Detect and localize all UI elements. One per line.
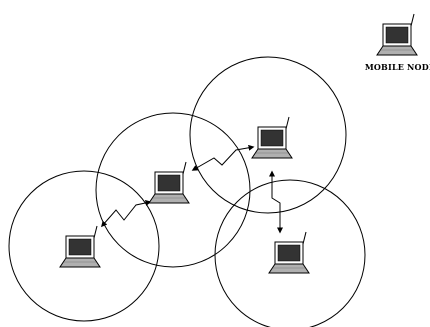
legend-label: MOBILE NODE <box>365 62 430 72</box>
laptop-icon-top-right <box>251 116 293 159</box>
wireless-link-left-center <box>101 200 152 228</box>
range-circle-top-right <box>189 56 347 214</box>
wireless-link-center-top <box>191 144 255 171</box>
laptop-icon-center <box>148 161 190 204</box>
laptop-icon <box>376 13 418 56</box>
legend: MOBILE NODE <box>365 13 430 72</box>
range-circle-center <box>95 112 251 268</box>
laptop-icon-bottom-left <box>59 225 101 268</box>
laptop-icon-bottom-right <box>268 231 310 274</box>
wireless-link-top-bottom <box>269 170 283 234</box>
range-circle-left <box>8 170 160 322</box>
range-circle-bottom-right <box>214 179 366 327</box>
